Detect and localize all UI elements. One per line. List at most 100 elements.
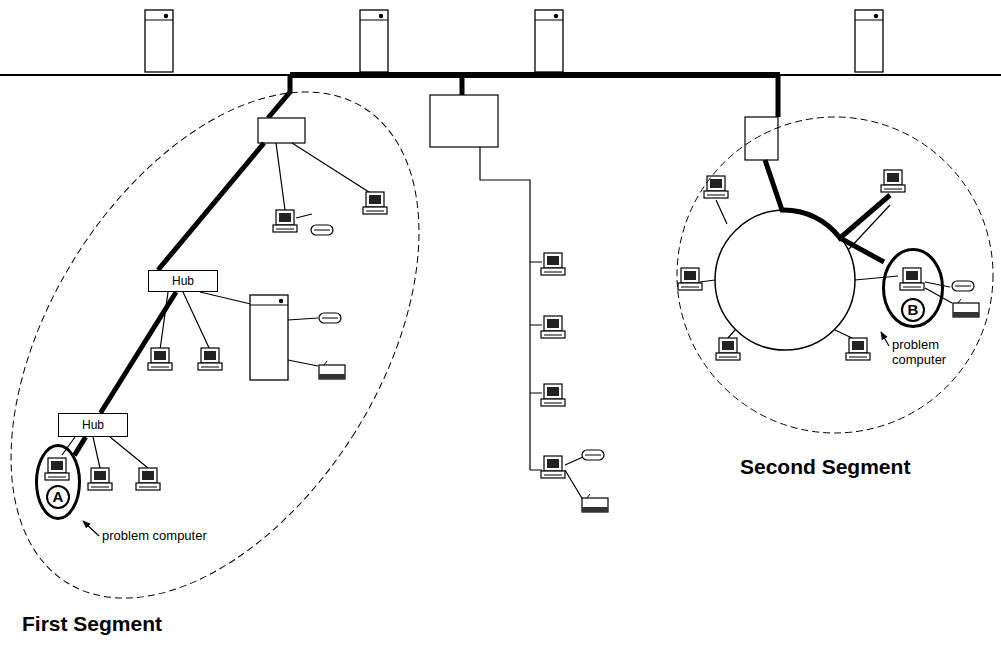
drawing-stroke [582, 498, 608, 512]
callout-label: problem computer [102, 529, 207, 544]
drawing-stroke [201, 348, 219, 363]
computer-icon [148, 348, 172, 370]
drawing-stroke [541, 471, 565, 478]
segment-region: Second SegmentB [675, 115, 995, 435]
drawing-stroke [881, 332, 889, 346]
drawing-stroke [366, 211, 384, 212]
computer-icon [541, 384, 565, 406]
drawing-stroke [874, 14, 878, 18]
node-outline [675, 115, 995, 435]
drawing-stroke [855, 20, 883, 21]
drawing-stroke [547, 387, 559, 396]
segment-region: First SegmentHubHubA [11, 92, 419, 598]
drawing-stroke [91, 468, 109, 483]
drawing-stroke [145, 20, 173, 21]
drawing-stroke [684, 271, 696, 280]
node-outline [11, 92, 419, 598]
computer-icon [900, 268, 924, 290]
segment-heading: Second Segment [740, 455, 910, 479]
disk-drive-icon [952, 281, 974, 291]
drawing-stroke [530, 262, 542, 470]
drawing-stroke [840, 238, 884, 262]
drawing-stroke [700, 200, 898, 338]
server-tower [360, 10, 388, 72]
drawing-stroke [151, 367, 169, 368]
drawing-stroke [952, 281, 974, 291]
highlighted-link [101, 292, 177, 413]
printer-icon [319, 361, 345, 379]
disk-drive-icon [582, 450, 604, 460]
bridge-box [258, 95, 778, 160]
drawing-stroke [765, 160, 890, 238]
highlight-path [158, 143, 890, 270]
leader-line [83, 332, 889, 536]
drawing-stroke [719, 338, 737, 353]
drawing-stroke [903, 268, 921, 283]
drawing-stroke [311, 225, 333, 235]
drawing-stroke [142, 471, 154, 480]
drawing-stroke [136, 483, 160, 490]
drawing-stroke [745, 117, 778, 160]
drawing-stroke [204, 351, 216, 360]
drawing-stroke [884, 170, 902, 185]
network-wire [62, 143, 952, 500]
drawing-stroke [258, 118, 305, 143]
drawing-stroke [480, 147, 530, 470]
drawing-stroke [279, 213, 291, 222]
computer-icon [678, 268, 702, 290]
drawing-stroke [716, 353, 740, 360]
computer-icon [846, 338, 870, 360]
drawing-stroke [681, 268, 699, 283]
drawing-stroke [290, 72, 780, 78]
drawing-stroke [139, 468, 157, 483]
drawing-stroke [160, 292, 255, 350]
hub-box: Hub [58, 413, 128, 437]
drawing-stroke [322, 318, 338, 319]
token-ring [715, 210, 855, 350]
drawing-stroke [849, 338, 867, 353]
computer-icon [716, 338, 740, 360]
drawing-stroke [535, 10, 563, 72]
drawing-stroke [94, 471, 106, 480]
drawing-stroke [158, 143, 264, 270]
computer-icon [198, 348, 222, 370]
drawing-stroke [164, 14, 168, 18]
server-tower [535, 10, 563, 72]
computer-icon [541, 253, 565, 275]
drawing-stroke [250, 295, 288, 380]
drawing-stroke [582, 450, 604, 460]
drawing-stroke [460, 75, 465, 95]
drawing-stroke [544, 384, 562, 399]
drawing-stroke [547, 319, 559, 328]
drawing-stroke [953, 312, 979, 317]
drawing-stroke [145, 10, 173, 72]
drawing-stroke [541, 331, 565, 338]
drawing-stroke [83, 521, 99, 536]
computer-icon [881, 170, 905, 192]
disk-drive-icon [319, 313, 341, 323]
drawing-stroke [707, 195, 725, 196]
drawing-stroke [198, 363, 222, 370]
drawing-stroke [250, 305, 288, 306]
drawing-stroke [88, 483, 112, 490]
drawing-stroke [544, 456, 562, 471]
drawing-stroke [544, 475, 562, 476]
drawing-stroke [363, 207, 387, 214]
hub-label: Hub [172, 274, 194, 288]
server-tower [250, 295, 288, 380]
drawing-stroke [855, 10, 883, 72]
drawing-stroke [154, 351, 166, 360]
drawing-stroke [541, 399, 565, 406]
drawing-stroke [544, 316, 562, 331]
computer-icon [45, 458, 69, 480]
callout-label: problem computer [892, 338, 956, 368]
drawing-stroke [48, 458, 66, 473]
marker-letter: B [901, 298, 925, 322]
highlighted-link [74, 437, 85, 455]
drawing-stroke [884, 189, 902, 190]
hub-label: Hub [82, 418, 104, 432]
drawing-stroke [91, 487, 109, 488]
drawing-stroke [955, 286, 971, 287]
